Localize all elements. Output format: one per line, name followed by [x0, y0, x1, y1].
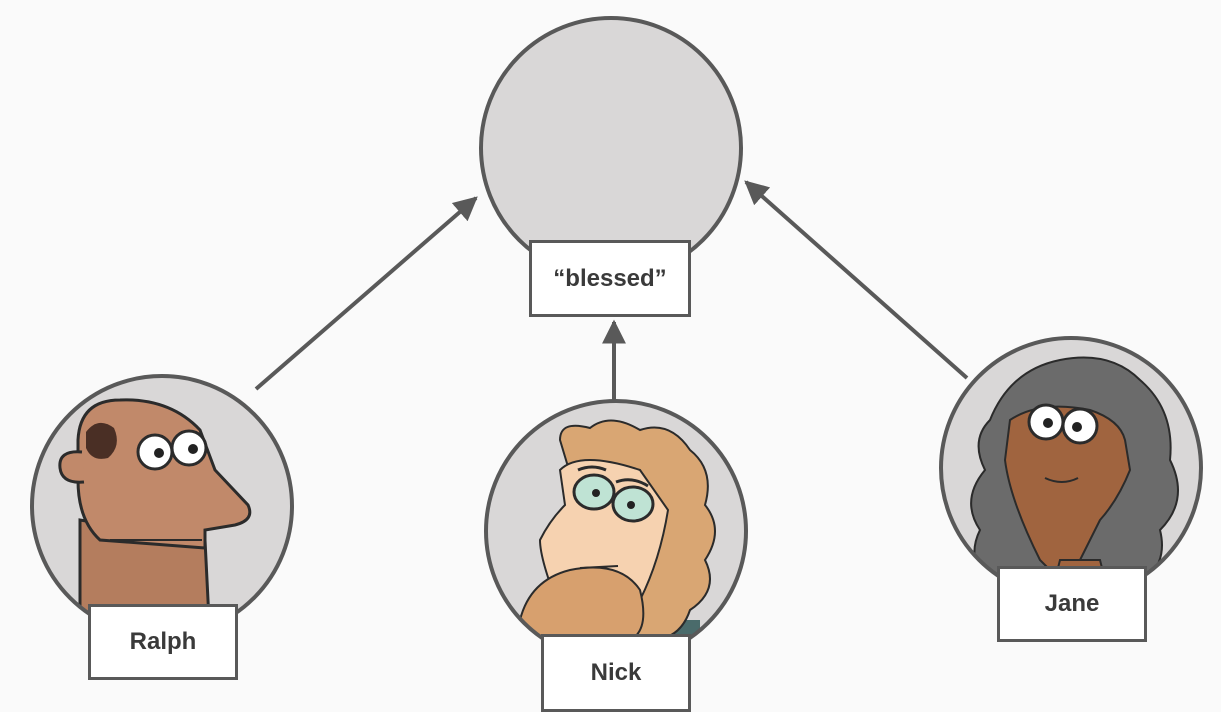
avatar-jane: [939, 336, 1203, 600]
central-node-label: “blessed”: [529, 240, 691, 317]
person-label-ralph: Ralph: [88, 604, 238, 680]
person-label-jane: Jane: [997, 566, 1147, 642]
central-node: [479, 16, 743, 280]
person-label-nick: Nick: [541, 634, 691, 712]
arrow-jane-to-center: [744, 180, 969, 380]
arrow-ralph-to-center: [254, 196, 478, 391]
avatar-nick: [484, 399, 748, 663]
avatar-ralph: [30, 374, 294, 638]
